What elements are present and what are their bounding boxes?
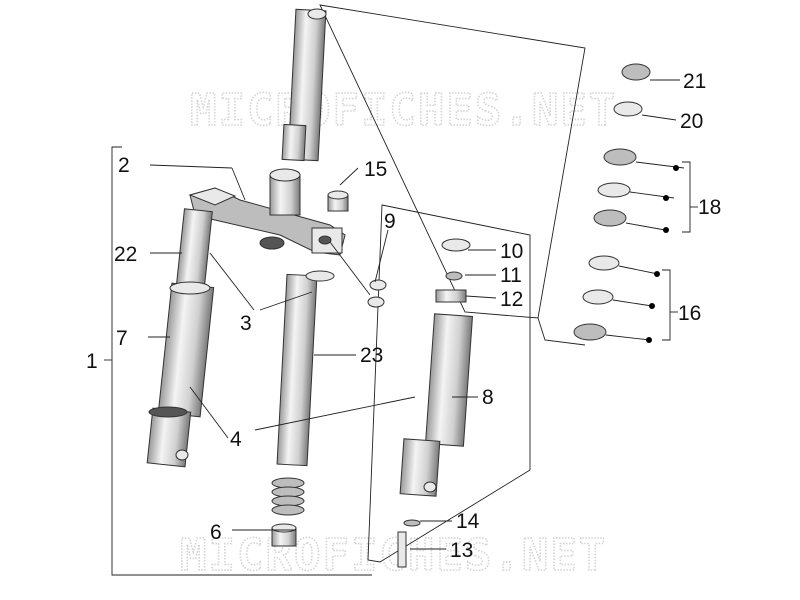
bracket-group-16: [605, 265, 678, 343]
fork-crown: [188, 168, 346, 256]
frame-bearings: [537, 317, 586, 346]
watermark-bottom: MICROFICHES.NET: [180, 530, 607, 581]
left-fork-leg: [146, 208, 215, 468]
callout-15: 15: [364, 158, 387, 181]
bushing: [271, 523, 297, 547]
leader-lines: [148, 79, 680, 550]
bracket-group-1: [111, 146, 122, 576]
callout-10: 10: [500, 240, 523, 263]
steering-stem: [281, 8, 327, 162]
callout-18: 18: [698, 196, 721, 219]
fork-spring: [271, 477, 305, 516]
bracket-group-18: [625, 161, 698, 233]
callout-20: 20: [680, 110, 703, 133]
damper-tube: [276, 270, 335, 467]
callout-7: 7: [116, 327, 128, 350]
frame-right-leg: [367, 204, 531, 563]
callout-8: 8: [482, 386, 494, 409]
callout-2: 2: [118, 154, 130, 177]
top-cap: [327, 190, 349, 212]
callout-4: 4: [230, 428, 242, 451]
callout-23: 23: [360, 344, 383, 367]
callout-22: 22: [114, 243, 137, 266]
frame-steering-column: [319, 4, 586, 319]
callout-9: 9: [384, 210, 396, 233]
callout-6: 6: [210, 521, 222, 544]
watermark-top: MICROFICHES.NET: [190, 85, 617, 136]
clamp-bolts: [367, 279, 387, 308]
callout-11: 11: [500, 264, 522, 287]
callout-1: 1: [86, 350, 98, 373]
callout-21: 21: [683, 70, 706, 93]
steering-bearings: [573, 63, 651, 341]
callout-14: 14: [456, 510, 480, 533]
callout-12: 12: [500, 288, 523, 311]
callout-13: 13: [450, 539, 473, 562]
right-leg-parts: [397, 238, 474, 568]
callout-16: 16: [678, 302, 701, 325]
callout-3: 3: [240, 312, 252, 335]
